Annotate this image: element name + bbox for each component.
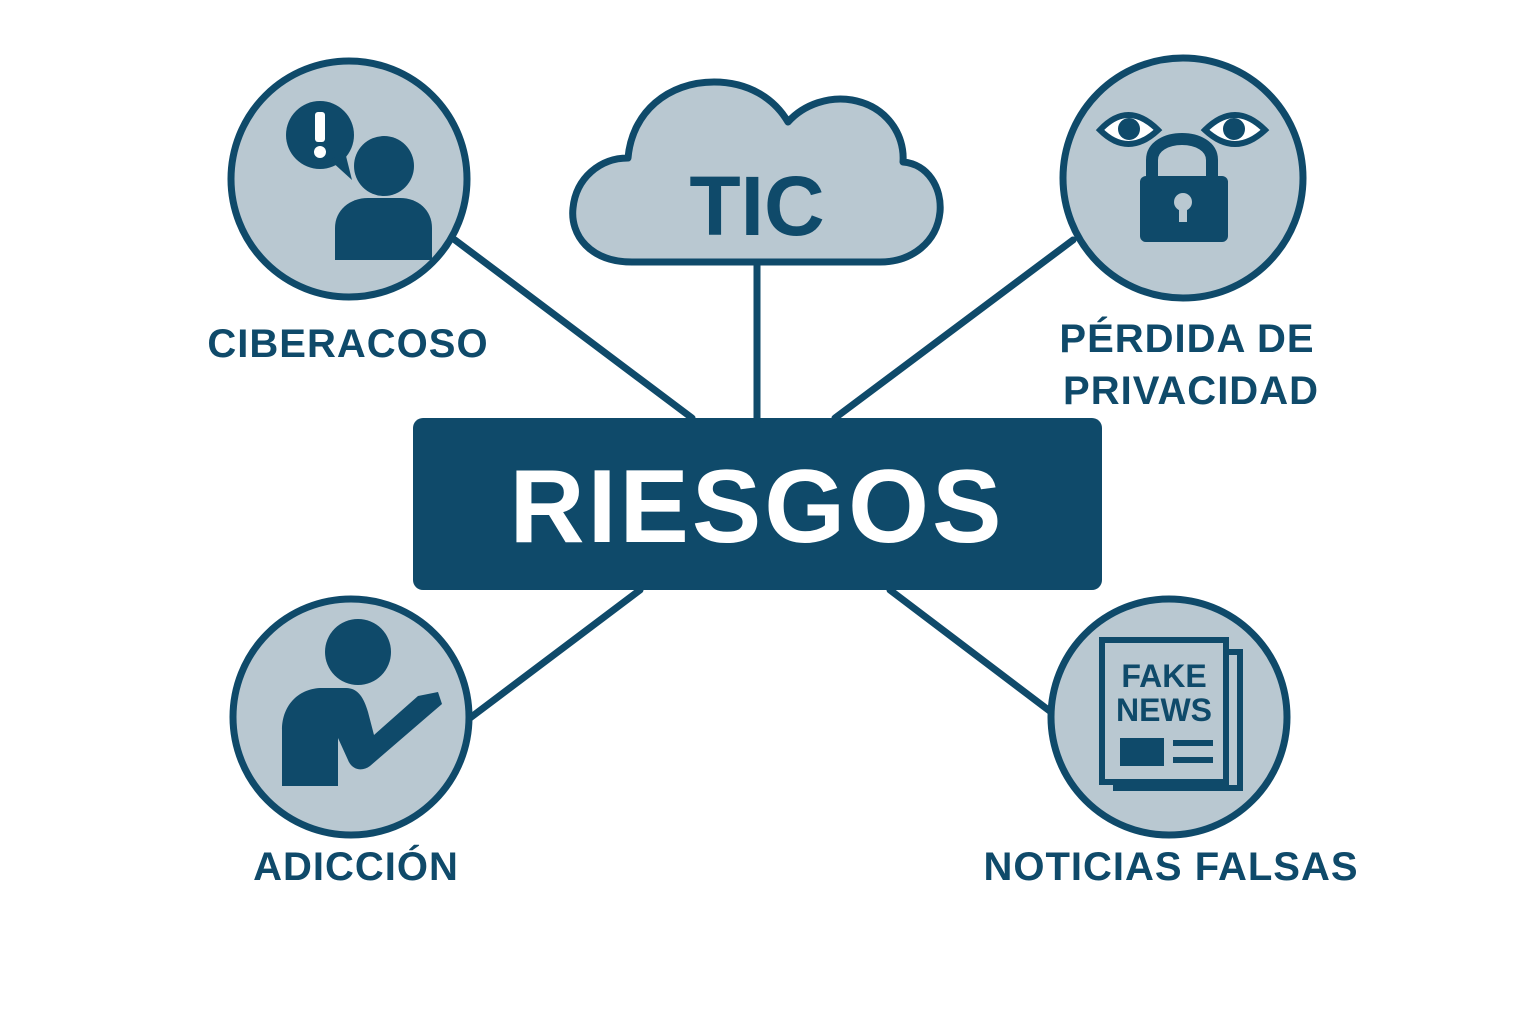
connector-noticias bbox=[886, 586, 1059, 719]
fake-news-newspaper-icon: FAKE NEWS bbox=[1099, 637, 1243, 791]
connectors bbox=[451, 236, 1077, 722]
privacidad-label-line-1: PÉRDIDA DE bbox=[1059, 316, 1314, 361]
center-node: RIESGOS bbox=[413, 418, 1102, 590]
node-privacidad: PÉRDIDA DE PRIVACIDAD bbox=[1059, 54, 1319, 413]
privacidad-label: PÉRDIDA DE PRIVACIDAD bbox=[1059, 316, 1319, 413]
fake-news-text-2: NEWS bbox=[1116, 692, 1212, 728]
node-circle bbox=[227, 57, 471, 301]
center-box bbox=[413, 418, 1102, 590]
ciberacoso-label: CIBERACOSO bbox=[207, 322, 488, 366]
node-adiccion: ADICCIÓN bbox=[229, 595, 473, 889]
noticias-label: NOTICIAS FALSAS bbox=[983, 845, 1358, 889]
fake-news-text-1: FAKE bbox=[1121, 658, 1206, 694]
node-noticias: FAKE NEWS NOTICIAS FALSAS bbox=[983, 595, 1358, 889]
eyes-padlock-icon bbox=[1095, 112, 1270, 242]
tic-label: TIC bbox=[689, 159, 824, 253]
privacidad-label-line-2: PRIVACIDAD bbox=[1063, 369, 1319, 413]
cloud-icon bbox=[569, 78, 944, 266]
tic-cloud: TIC bbox=[569, 78, 944, 266]
center-label: RIESGOS bbox=[510, 449, 1005, 565]
connector-privacidad bbox=[831, 236, 1077, 422]
person-phone-icon bbox=[282, 619, 442, 786]
person-alert-icon bbox=[286, 101, 432, 260]
node-ciberacoso: CIBERACOSO bbox=[207, 57, 488, 366]
connector-adiccion bbox=[466, 586, 644, 722]
connector-ciberacoso bbox=[451, 236, 696, 422]
adiccion-label: ADICCIÓN bbox=[253, 843, 459, 889]
